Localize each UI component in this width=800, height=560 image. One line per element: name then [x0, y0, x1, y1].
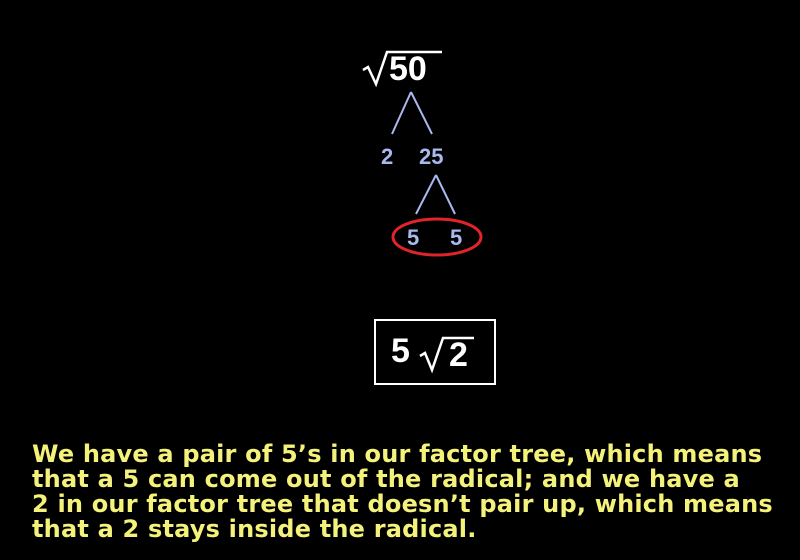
explanation-line: 2 in our factor tree that doesn’t pair u… [32, 490, 773, 518]
explanation-line: that a 5 can come out of the radical; an… [32, 465, 740, 493]
explanation-line: We have a pair of 5’s in our factor tree… [32, 440, 763, 468]
factor-25: 25 [419, 144, 444, 169]
branch-to-5-left [415, 174, 437, 215]
factor-5-right: 5 [450, 225, 463, 250]
answer-coefficient: 5 [391, 332, 410, 370]
factor-tree-branches [391, 91, 483, 257]
branch-to-2 [391, 91, 412, 135]
explanation-line: that a 2 stays inside the radical. [32, 515, 477, 543]
explanation-text: We have a pair of 5’s in our factor tree… [32, 442, 792, 542]
pair-highlight-circle [391, 217, 483, 257]
answer-box [374, 319, 496, 385]
branch-to-25 [410, 91, 433, 135]
radical-symbol-50 [362, 50, 442, 88]
branch-to-5-right [435, 174, 456, 215]
answer-radicand: 2 [449, 336, 468, 374]
radical-symbol-2 [419, 336, 474, 374]
factor-5-left: 5 [407, 225, 420, 250]
factor-2: 2 [381, 144, 394, 169]
radicand-50: 50 [389, 50, 427, 88]
